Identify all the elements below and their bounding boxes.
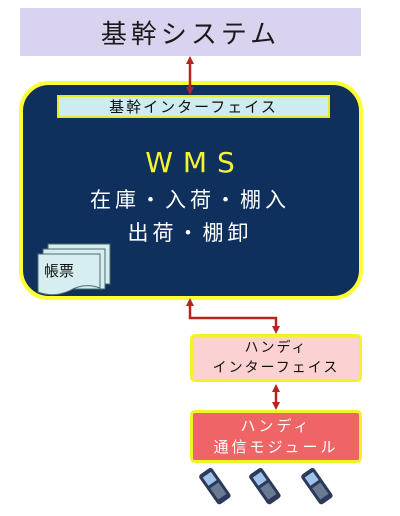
- handy-interface-box: ハンディ インターフェイス: [190, 334, 362, 382]
- core-interface-label: 基幹インターフェイス: [109, 98, 278, 116]
- handheld-terminal-icon: [301, 468, 333, 505]
- wms-functions-line1: 在庫・入荷・棚入: [90, 188, 290, 212]
- wms-functions-line2: 出荷・棚卸: [127, 221, 253, 245]
- handy-interface-line2: インターフェイス: [212, 360, 340, 376]
- handy-module-box: ハンディ 通信モジュール: [190, 410, 362, 463]
- connector-wms-handy-interface: [186, 298, 280, 334]
- wms-title: WMS: [145, 146, 245, 179]
- document-label: 帳票: [44, 262, 74, 280]
- core-system-box: 基幹システム: [20, 8, 361, 56]
- handy-module-line1: ハンディ: [240, 416, 312, 435]
- core-interface-box: 基幹インターフェイス: [57, 95, 330, 118]
- handy-module-line2: 通信モジュール: [213, 437, 339, 456]
- document-stack-icon: 帳票: [37, 243, 111, 296]
- handy-interface-line1: ハンディ: [244, 340, 308, 356]
- handheld-terminal-icon: [199, 468, 231, 505]
- core-system-label: 基幹システム: [100, 19, 281, 50]
- handheld-terminal-icon: [249, 468, 281, 505]
